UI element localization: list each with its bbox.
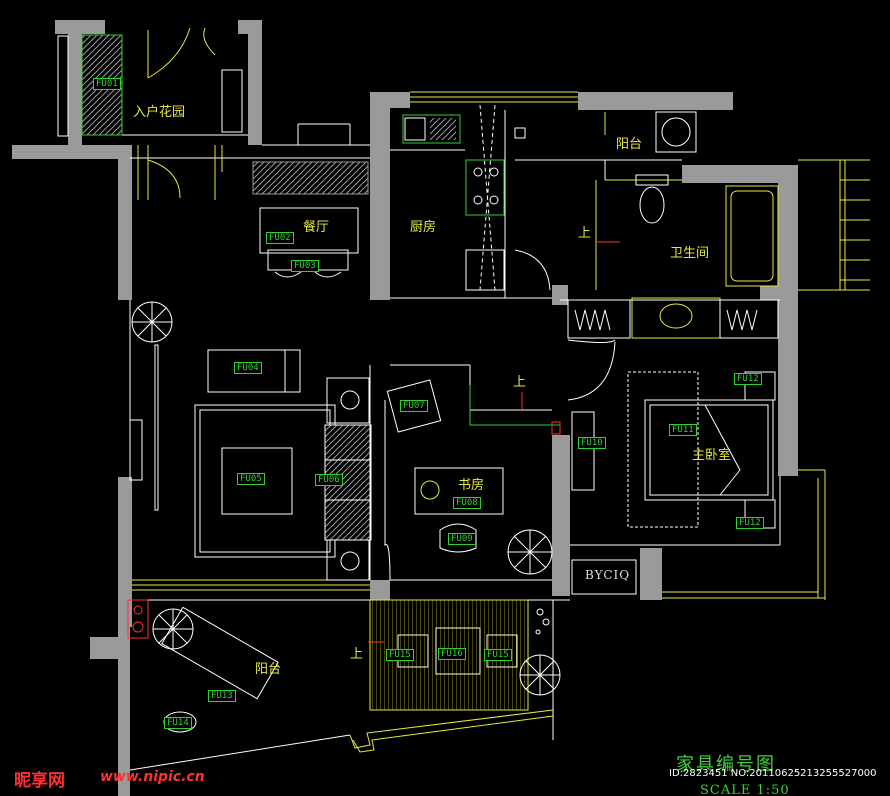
up-marker-living: 上: [513, 375, 527, 390]
room-label-entry-garden: 入户花园: [133, 105, 186, 120]
furniture-tag-fu09: FU09: [448, 533, 476, 545]
kitchen: [402, 104, 551, 291]
walls: [12, 20, 798, 796]
furniture-tag-fu12-bottom: FU12: [736, 517, 764, 529]
bay-window-fins: [840, 179, 870, 281]
plant-icon-3: [507, 529, 553, 575]
furniture-tag-fu08: FU08: [453, 497, 481, 509]
furniture-tag-fu16: FU16: [438, 648, 466, 660]
watermark-brand: 昵享网: [14, 771, 65, 791]
plant-icon-1: [131, 301, 173, 343]
furniture-tag-fu04: FU04: [234, 362, 262, 374]
furniture-tag-fu15-right: FU15: [484, 649, 512, 661]
furniture-tag-fu12-top: FU12: [734, 373, 762, 385]
master-bedroom: [567, 339, 776, 595]
furniture-tag-fu05: FU05: [237, 473, 265, 485]
yellow-lines: [132, 91, 870, 753]
up-arrows: [368, 241, 620, 643]
drawing-title: 家具编号图: [676, 754, 776, 775]
dining-area: [252, 161, 369, 278]
watermark-url: www.nipic.cn: [100, 769, 205, 785]
furniture-tag-fu14: FU14: [164, 717, 192, 729]
room-label-dining: 餐厅: [303, 220, 330, 235]
bycig-logo: BYCIQ: [585, 568, 631, 582]
furniture-tag-fu07: FU07: [400, 400, 428, 412]
room-label-balcony-bottom: 阳台: [255, 662, 282, 677]
furniture-tag-fu01: FU01: [93, 78, 121, 90]
plant-icon-4: [519, 654, 561, 696]
furniture-tag-fu06: FU06: [315, 474, 343, 486]
furniture-tag-fu03: FU03: [291, 260, 319, 272]
up-marker-bath: 上: [578, 226, 592, 241]
study: [369, 365, 561, 581]
plant-icon-2: [152, 608, 194, 650]
room-label-bathroom: 卫生间: [670, 246, 710, 261]
bathroom: [567, 111, 779, 339]
room-label-balcony-top: 阳台: [616, 137, 643, 152]
watermark-image-id: ID:2823451 NO:20110625213255527000: [669, 768, 877, 779]
furniture-tag-fu10: FU10: [578, 437, 606, 449]
up-marker-balcony: 上: [350, 647, 364, 662]
room-label-kitchen: 厨房: [410, 220, 437, 235]
room-label-master-bedroom: 主卧室: [692, 448, 732, 463]
furniture-tag-fu02: FU02: [266, 232, 294, 244]
living-room: [129, 344, 372, 581]
furniture-tag-fu11: FU11: [669, 424, 697, 436]
furniture-tag-fu15-left: FU15: [386, 649, 414, 661]
room-label-study: 书房: [458, 478, 485, 493]
furniture-tag-fu13: FU13: [208, 690, 236, 702]
drawing-scale: SCALE 1:50: [700, 783, 790, 796]
